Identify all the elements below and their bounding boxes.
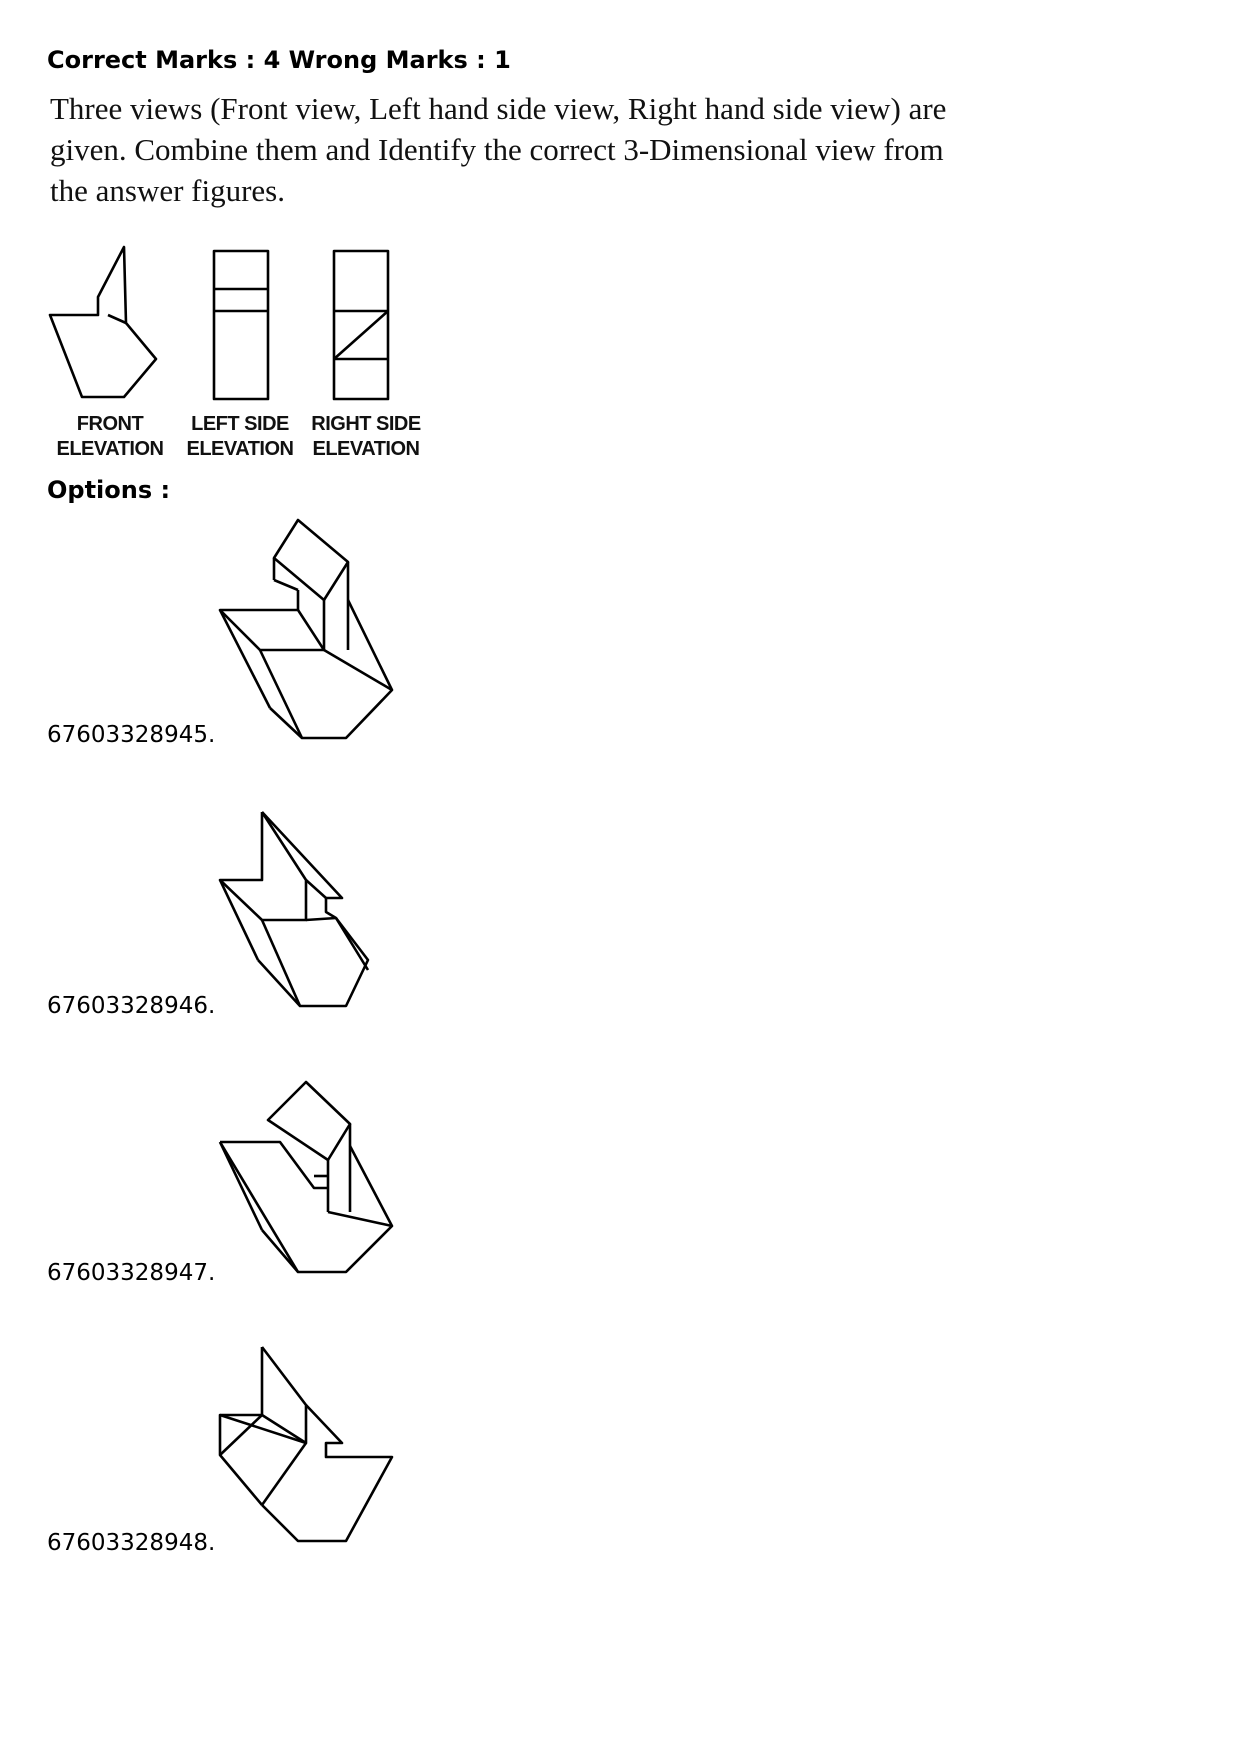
left-label-line1: LEFT SIDE [191, 413, 289, 435]
right-side-elevation-figure [332, 249, 390, 401]
marks-info: Correct Marks : 4 Wrong Marks : 1 [47, 46, 511, 74]
left-side-elevation-figure [212, 249, 270, 401]
front-elevation-figure [48, 245, 158, 399]
option-3-id[interactable]: 67603328947. [47, 1260, 216, 1286]
front-label-line2: ELEVATION [56, 438, 164, 460]
option-1-figure[interactable] [218, 518, 398, 748]
question-text: Three views (Front view, Left hand side … [50, 91, 947, 208]
options-title: Options : [47, 476, 171, 504]
right-side-elevation-label: RIGHT SIDE ELEVATION [296, 412, 436, 462]
left-side-elevation-label: LEFT SIDE ELEVATION [170, 412, 310, 462]
front-elevation-label: FRONT ELEVATION [40, 412, 180, 462]
option-2-id[interactable]: 67603328946. [47, 993, 216, 1019]
front-label-line1: FRONT [76, 413, 144, 435]
option-4-figure[interactable] [218, 1345, 398, 1555]
option-4-id[interactable]: 67603328948. [47, 1530, 216, 1556]
option-2-figure[interactable] [218, 810, 398, 1020]
right-label-line1: RIGHT SIDE [311, 413, 421, 435]
option-1-id[interactable]: 67603328945. [47, 722, 216, 748]
option-3-figure[interactable] [218, 1080, 398, 1280]
left-label-line2: ELEVATION [186, 438, 294, 460]
right-label-line2: ELEVATION [312, 438, 420, 460]
